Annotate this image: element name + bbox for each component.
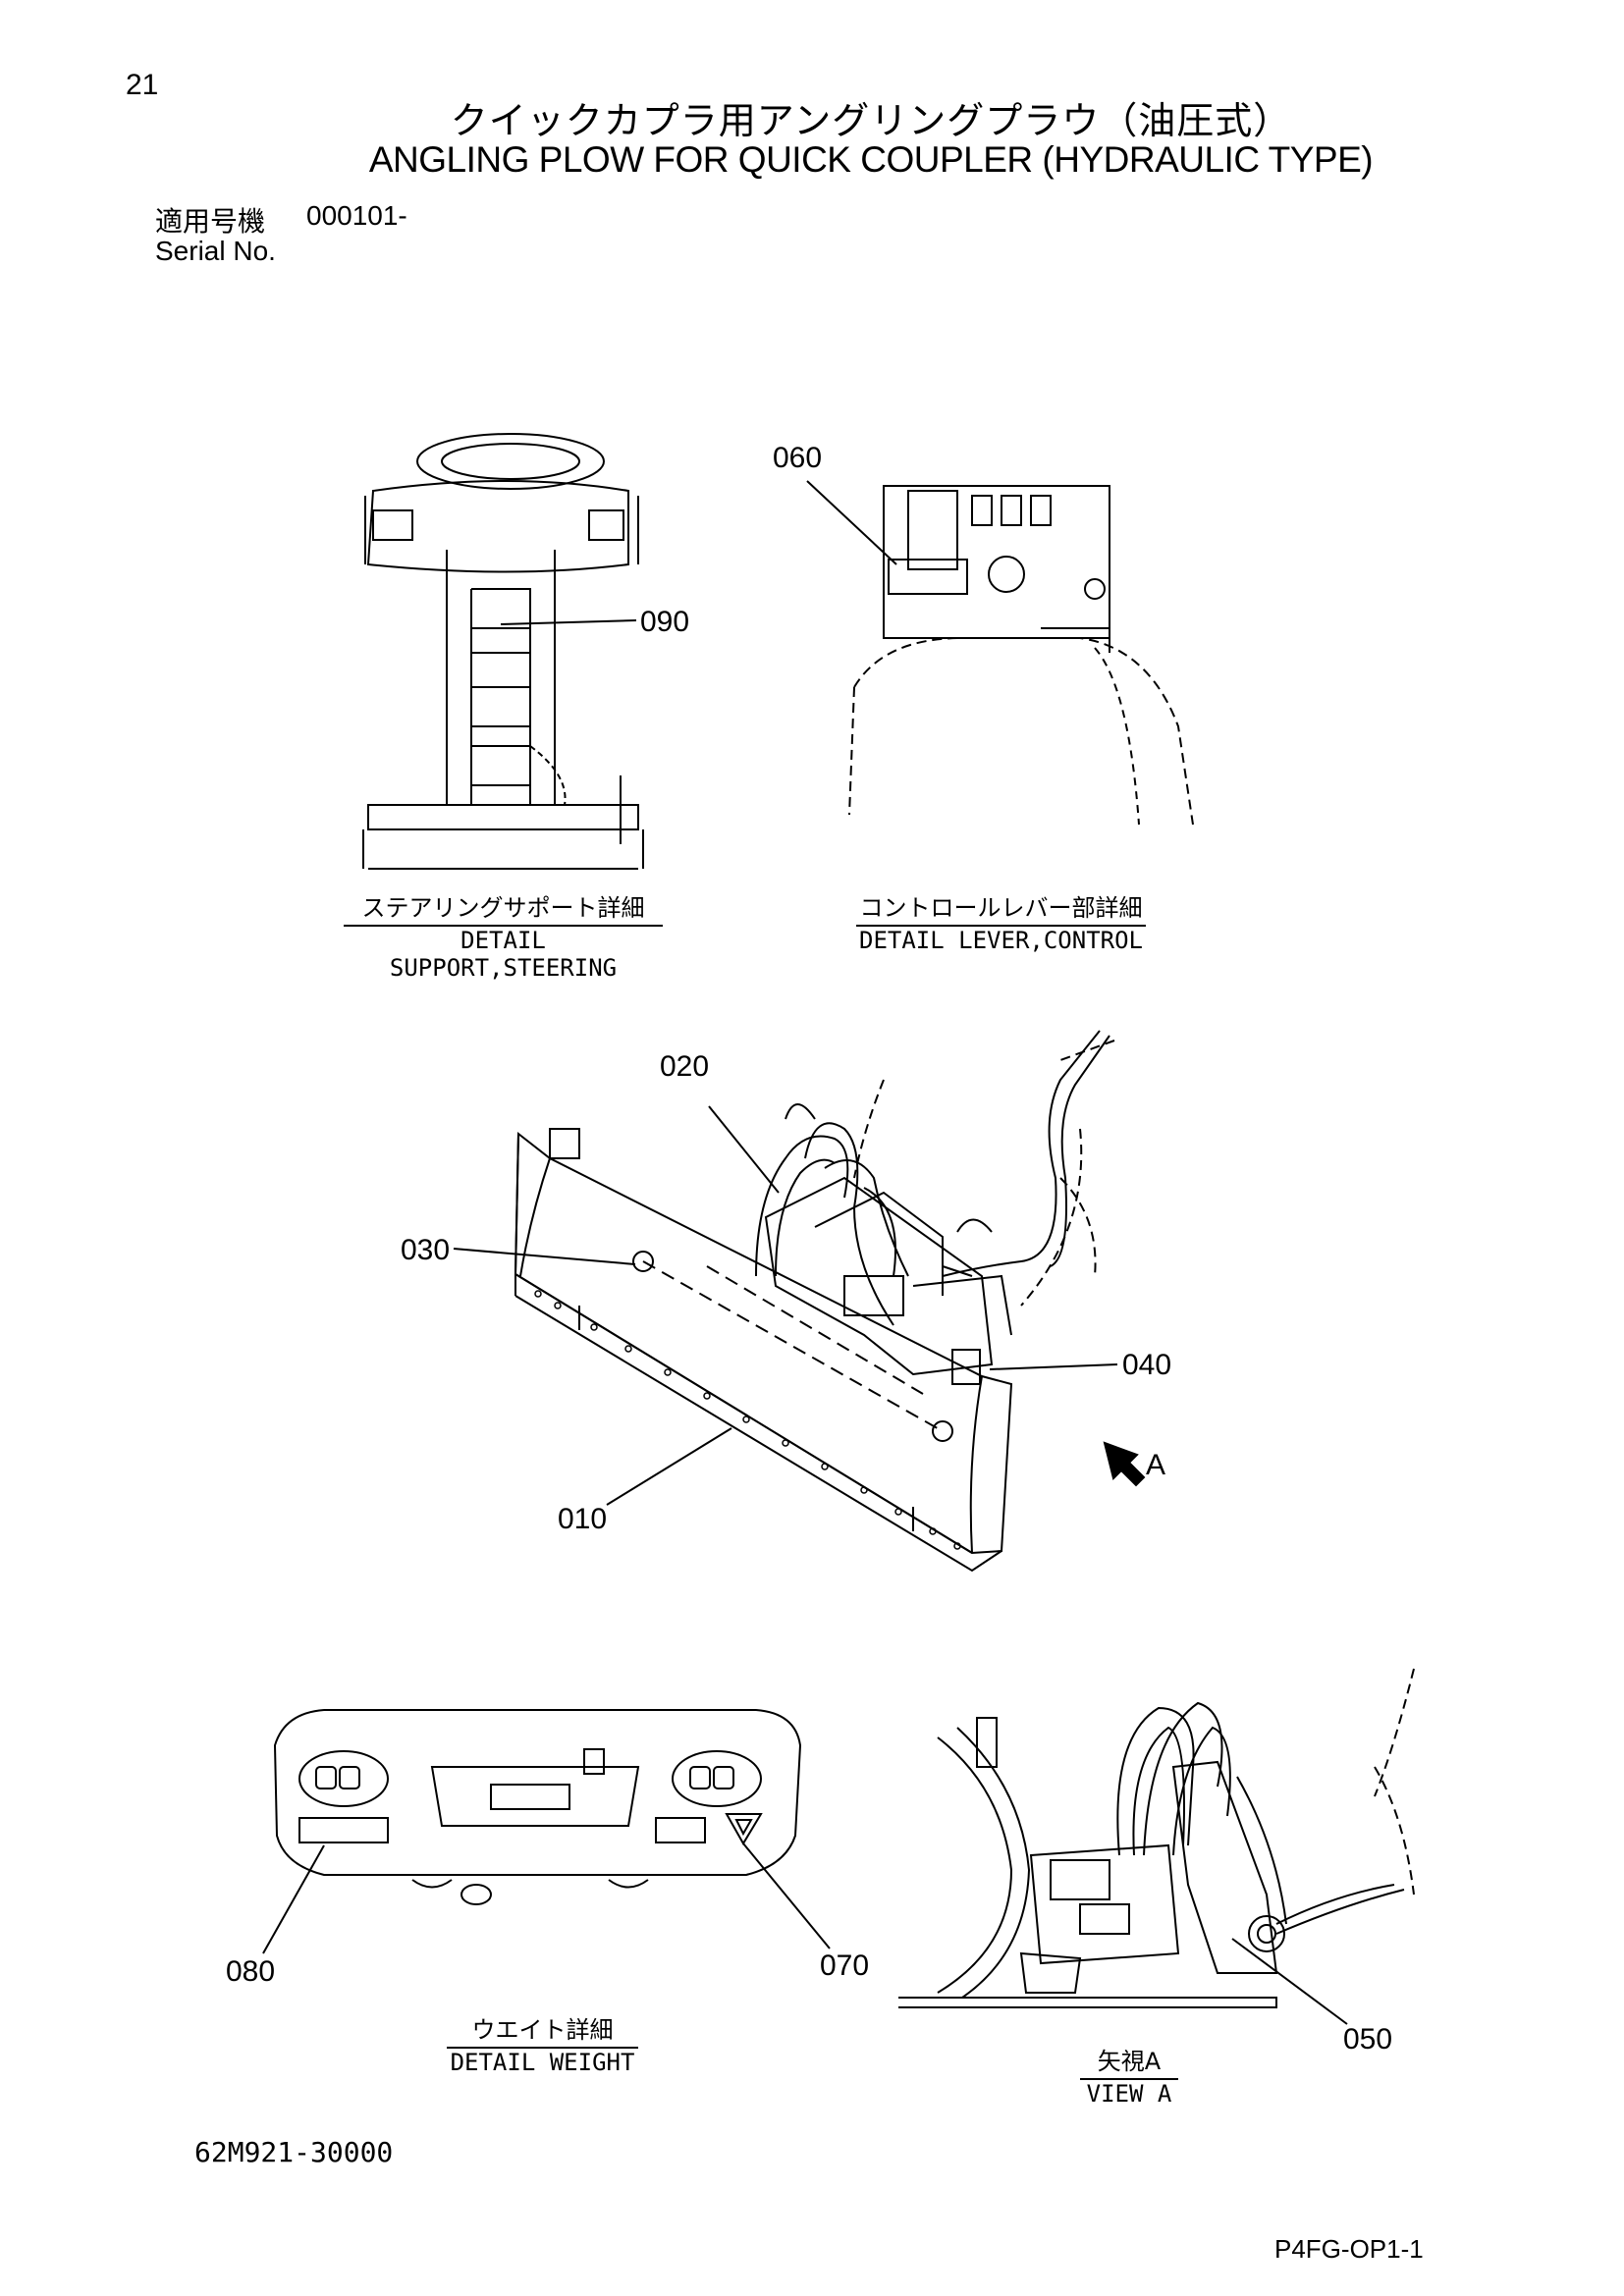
callout-010: 010 [558,1503,607,1535]
caption-view-a: 矢視A VIEW A [1080,2042,1178,2108]
leader-090 [500,619,637,625]
leader-030 [453,1248,636,1265]
title-english: ANGLING PLOW FOR QUICK COUPLER (HYDRAULI… [368,139,1374,180]
caption-view-a-en: VIEW A [1086,2080,1172,2108]
callout-050: 050 [1343,2023,1392,2056]
caption-lever-control-en: DETAIL LEVER,CONTROL [859,927,1143,954]
caption-weight-en: DETAIL WEIGHT [450,2049,635,2076]
caption-steering-support-jp: ステアリングサポート詳細 [344,888,663,927]
callout-070: 070 [820,1949,869,1982]
caption-weight: ウエイト詳細 DETAIL WEIGHT [447,2010,638,2076]
title-japanese: クイックカプラ用アングリングプラウ（油圧式） [450,99,1292,142]
caption-weight-jp: ウエイト詳細 [447,2010,638,2049]
callout-view-a-letter: A [1146,1449,1165,1481]
callout-030: 030 [401,1234,450,1266]
serial-label-japanese: 適用号機 [155,205,266,238]
leader-040 [989,1363,1118,1370]
page-code: P4FG-OP1-1 [1274,2234,1424,2264]
control-lever-illustration [848,485,1194,826]
weight-illustration [273,1709,802,1905]
view-a-arrow-icon [1103,1441,1146,1487]
caption-view-a-jp: 矢視A [1080,2042,1178,2080]
document-number: 62M921-30000 [194,2136,394,2168]
caption-steering-support: ステアリングサポート詳細 DETAIL SUPPORT,STEERING [344,888,663,982]
leader-020 [708,1105,780,1194]
callout-090: 090 [640,606,689,638]
leader-070 [742,1842,831,1949]
steering-support-illustration [362,433,644,870]
caption-steering-support-en: DETAIL SUPPORT,STEERING [389,927,618,982]
leader-050 [1231,1938,1348,2025]
leader-080 [262,1844,325,1954]
page-number: 21 [126,69,159,101]
caption-lever-control-jp: コントロールレバー部詳細 [856,888,1146,927]
serial-value: 000101- [306,200,407,231]
leader-060 [806,480,897,565]
angling-plow-illustration [514,1030,1115,1573]
serial-label-english: Serial No. [155,236,276,266]
callout-060: 060 [773,442,822,474]
callout-080: 080 [226,1955,275,1988]
callout-020: 020 [660,1050,709,1083]
view-a-illustration [898,1668,1415,2008]
caption-lever-control: コントロールレバー部詳細 DETAIL LEVER,CONTROL [856,888,1146,954]
leader-010 [606,1427,732,1506]
callout-040: 040 [1122,1349,1171,1381]
